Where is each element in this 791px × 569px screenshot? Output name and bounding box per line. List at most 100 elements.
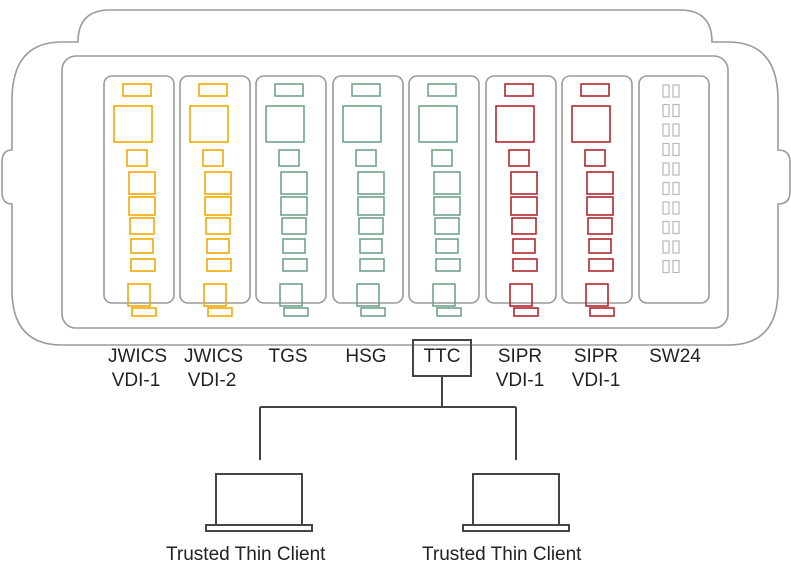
board-component [280,171,308,195]
board-component [585,283,609,307]
board-component [587,217,613,235]
client-label: Trusted Thin Client [166,544,326,565]
laptop-icon [462,473,570,532]
board-component [128,196,156,216]
module-jwics-vdi-1 [103,75,175,317]
board-component [113,105,153,143]
board-component [122,83,152,97]
board-component [431,149,453,167]
board-component [274,83,304,97]
module-label-sw24: SW24 [649,346,701,367]
board-component [586,171,614,195]
ttc-connector [259,377,517,460]
switch-port [672,181,680,196]
switch-port [662,123,670,137]
switch-port [662,201,670,215]
switch-port [662,142,670,157]
board-component [509,283,533,307]
laptop-icon [205,473,313,532]
board-component [128,171,156,195]
board-component [265,105,305,143]
board-component [278,149,300,167]
board-component [207,307,233,317]
switch-port [672,103,680,118]
module-label-tgs: TGS [268,346,308,367]
board-component [282,258,308,272]
board-component [571,105,611,143]
switch-port [662,240,670,254]
board-component [203,283,227,307]
board-component [358,217,384,235]
module-sipr-vdi-1a [485,75,557,317]
board-component [131,307,157,317]
board-component [127,283,151,307]
board-component [418,105,458,143]
switch-port [662,162,670,176]
client-label: Trusted Thin Client [422,544,582,565]
board-component [588,258,614,272]
switch-port [672,220,680,235]
board-component [342,105,382,143]
module-card [485,75,557,304]
board-component [504,83,534,97]
switch-port [662,220,670,235]
switch-port [672,123,680,137]
module-ttc [408,75,480,317]
board-component [357,171,385,195]
board-component [281,217,307,235]
chassis-outline [1,9,791,346]
board-component [357,196,385,216]
board-component [130,238,154,254]
board-component [282,238,306,254]
board-component [280,196,308,216]
board-component [356,283,380,307]
module-label-ttc: TTC [423,346,461,367]
modules-layer [103,75,710,317]
board-component [427,83,457,97]
module-label-hsg: HSG [345,346,387,367]
module-card [408,75,480,304]
board-component [434,217,460,235]
board-component [351,83,381,97]
switch-port [672,259,680,274]
switch-port [672,142,680,157]
board-component [130,258,156,272]
board-component [588,238,612,254]
board-component [360,307,386,317]
board-component [495,105,535,143]
module-card [561,75,633,304]
module-card [638,75,710,304]
board-component [205,217,231,235]
switch-port [662,84,670,98]
board-component [206,238,230,254]
board-component [512,238,536,254]
board-component [435,238,459,254]
switch-port [662,181,670,196]
module-card [179,75,251,304]
board-component [513,307,539,317]
board-component [206,258,232,272]
switch-port [672,201,680,215]
board-component [189,105,229,143]
board-component [433,196,461,216]
board-component [512,258,538,272]
module-card [332,75,404,304]
switch-port [672,84,680,98]
module-card [103,75,175,304]
module-tgs [255,75,327,317]
module-card [255,75,327,304]
ttc-label-box [412,339,472,377]
switch-port [662,259,670,274]
board-component [279,283,303,307]
board-component [589,307,615,317]
board-component [435,258,461,272]
board-component [355,149,377,167]
board-component [432,283,456,307]
module-hsg [332,75,404,317]
switch-port [672,240,680,254]
board-component [580,83,610,97]
